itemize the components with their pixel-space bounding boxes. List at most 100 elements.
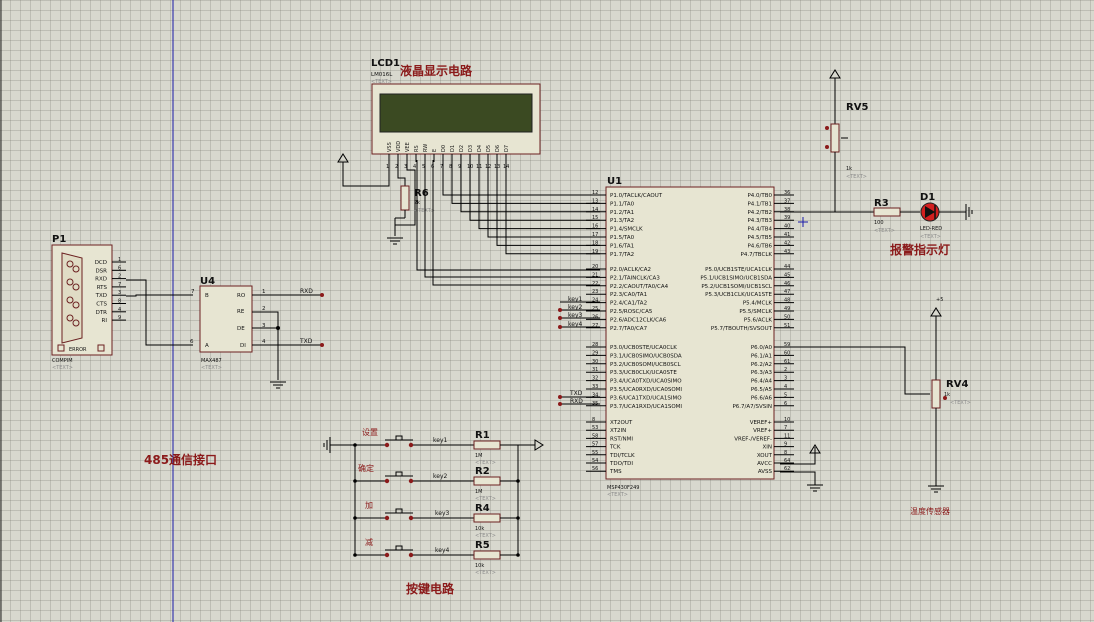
u1-left-pin-number: 19 [592, 249, 598, 255]
u1-right-pins: 36P4.0/TB037P4.1/TB138P4.2/TB239P4.3/TB3… [700, 190, 794, 475]
u1-left-pin-number: 14 [592, 207, 598, 213]
u1-right-pin-name: P5.4/MCLK [743, 301, 773, 307]
rv4-value: 1k [944, 392, 950, 398]
u1-left-pin-name: P1.1/TA0 [610, 201, 635, 207]
u1-right-pin-number: 39 [784, 215, 790, 221]
ground-lcd [387, 237, 403, 245]
u1-left-pin-number: 56 [592, 466, 598, 472]
u1-right-pin-number: 42 [784, 240, 790, 246]
power-terminal-keys [534, 439, 544, 451]
u1-right-pin-number: 40 [784, 224, 790, 230]
u1-right-pin-name: AVCC [757, 461, 772, 467]
lcd-data-wire [442, 162, 600, 196]
u4-pin-re-num: 2 [262, 306, 266, 312]
key-resistor-ref: R2 [475, 466, 490, 477]
key-resistor-text: <TEXT> [475, 533, 496, 539]
key-label: 确定 [358, 463, 374, 473]
key-net-label: key4 [435, 547, 450, 554]
lcd-pin-number: 9 [458, 164, 461, 170]
p1-ref: P1 [52, 234, 66, 245]
r3-body[interactable] [873, 207, 901, 217]
junction-re-de [276, 326, 280, 330]
u4-part: MAX487 [201, 358, 222, 364]
key-button-cap[interactable] [395, 508, 403, 514]
rv5-terminal-a [825, 126, 829, 130]
u1-right-pin-number: 51 [784, 323, 790, 329]
u1-left-pin-name: P3.0/UCB0STE/UCA0CLK [610, 345, 677, 351]
u1-right-pin-name: P6.5/A5 [751, 387, 773, 393]
u1-right-pin-number: 3 [784, 376, 787, 382]
u1-left-pin-name: P2.7/TA0/CA7 [610, 326, 648, 332]
u1-right-pin-number: 60 [784, 350, 790, 356]
ground-d1 [965, 204, 973, 220]
u1-left-pin-name: P1.7/TA2 [610, 252, 634, 258]
u4-body [199, 285, 253, 353]
u1-right-pin-name: P6.3/A3 [751, 370, 773, 376]
p1-pin-number: 7 [118, 282, 121, 288]
lcd-circuit-label: 液晶显示电路 [400, 63, 473, 78]
u4-pin-de: DE [237, 326, 245, 332]
rv5-body[interactable] [830, 123, 840, 153]
key-button-cap[interactable] [395, 435, 403, 441]
key-button-cap[interactable] [395, 471, 403, 477]
lcd-pin-number: 8 [449, 164, 452, 170]
u1-left-pin-name: P3.3/UCB0CLK/UCA0STE [610, 370, 677, 376]
ground-rv4 [928, 485, 944, 493]
net-key2-mcu: key2 [568, 304, 583, 311]
d1-led[interactable] [920, 202, 940, 222]
key-button-cap[interactable] [395, 545, 403, 551]
u1-right-pin-number: 41 [784, 232, 790, 238]
lcd-pin-label: D6 [495, 145, 501, 152]
u1-right-pin-name: P6.4/A4 [751, 379, 773, 385]
u4-max487[interactable]: U4 MAX487 <TEXT> B A RO RE DE DI 7 6 1 2… [190, 276, 266, 371]
lcd-pin-number: 3 [404, 164, 407, 170]
u1-left-pin-name: XT2IN [610, 428, 626, 434]
u1-right-pin-name: VREF+ [753, 428, 772, 434]
key-resistor-value: 1M [475, 489, 483, 495]
u1-left-pin-number: 31 [592, 367, 598, 373]
u1-right-pin-name: AVSS [758, 469, 773, 475]
wire-lcd-data-bus [442, 162, 600, 255]
rv5-terminal-b [825, 145, 829, 149]
p1-pin-number: 2 [118, 274, 121, 280]
mcu-key-nets: key1 key2 key3 key4 [558, 296, 600, 329]
lcd-pin-label: D5 [486, 145, 492, 152]
wire-avss [780, 471, 816, 485]
lcd-data-wire [460, 162, 600, 213]
u1-left-pin-number: 27 [592, 323, 598, 329]
p1-pin-hole [66, 260, 74, 268]
u1-right-pin-number: 48 [784, 298, 790, 304]
u1-right-pin-name: P4.7/TBCLK [741, 252, 773, 258]
u4-pin-di-num: 4 [262, 339, 266, 345]
lcd-pin-label: RW [423, 144, 429, 152]
u1-right-pin-number: 59 [784, 342, 790, 348]
lcd-pin-label: D0 [441, 145, 447, 152]
u1-left-pin-number: 29 [592, 350, 598, 356]
u1-right-pin-number: 2 [784, 367, 787, 373]
lcd-ref: LCD1 [371, 58, 400, 69]
u1-left-pin-name: P1.4/SMCLK [610, 227, 643, 233]
lcd-component[interactable]: LCD1 LM016L <TEXT> VSS1VDD2VEE3RS4RW5E6D… [371, 58, 541, 170]
u4-pin-ro-num: 1 [262, 289, 266, 295]
u1-left-pin-number: 18 [592, 240, 598, 246]
u1-left-pin-name: TDO/TDI [609, 461, 633, 467]
rv4-body[interactable] [931, 379, 941, 409]
u1-right-pin-name: P4.6/TB6 [747, 243, 772, 249]
u1-left-pin-name: P2.5/ROSC/CA5 [610, 309, 653, 315]
r3-ref: R3 [874, 198, 889, 209]
p1-pin-number: 3 [118, 290, 121, 296]
u4-text: <TEXT> [201, 365, 222, 371]
u1-right-pin-name: P5.5/SMCLK [739, 309, 772, 315]
key-resistor-value: 10k [475, 563, 484, 569]
rv5-ref: RV5 [846, 102, 868, 113]
p1-text: <TEXT> [52, 365, 73, 371]
u1-part: MSP430F249 [607, 485, 639, 491]
u1-left-pin-name: P1.5/TA0 [610, 235, 635, 241]
u1-right-pin-number: 11 [784, 433, 790, 439]
probe-marker [798, 217, 808, 227]
u1-left-pin-number: 53 [592, 425, 598, 431]
rv4-supply: +5 [936, 297, 943, 303]
key-junction [353, 553, 357, 557]
